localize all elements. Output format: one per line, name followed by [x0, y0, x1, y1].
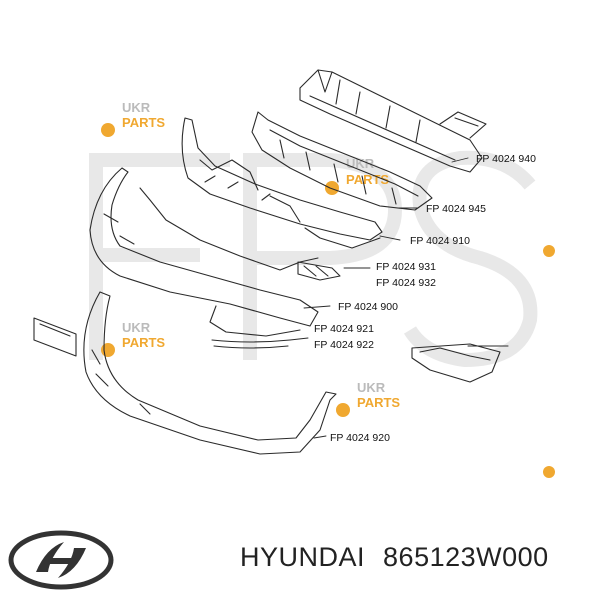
svg-text:UKR: UKR — [346, 156, 375, 171]
svg-text:PARTS: PARTS — [122, 115, 165, 130]
hyundai-logo — [8, 530, 114, 590]
license-plate-bracket — [33, 317, 77, 357]
svg-text:UKR: UKR — [357, 380, 386, 395]
part-label-fp-4024-940: FP 4024 940 — [476, 153, 536, 165]
fog-light-grille — [297, 261, 341, 281]
svg-text:PARTS: PARTS — [357, 395, 400, 410]
footer: HYUNDAI 865123W000 — [0, 520, 600, 600]
part-label-fp-4024-910: FP 4024 910 — [410, 235, 470, 247]
part-labels: FP 4024 940 FP 4024 945 FP 4024 910 FP 4… — [314, 153, 536, 444]
side-lamp-housing — [411, 343, 509, 383]
part-number: 865123W000 — [383, 542, 549, 572]
watermark-dot — [543, 245, 555, 257]
background-watermark-letters — [89, 150, 538, 368]
bumper-reinforcement-beam — [299, 69, 487, 173]
leader-lines — [289, 157, 469, 439]
fog-lamp-cover — [211, 339, 291, 349]
svg-text:PARTS: PARTS — [122, 335, 165, 350]
brand-part-number: HYUNDAI 865123W000 — [240, 542, 549, 573]
svg-text:UKR: UKR — [122, 320, 151, 335]
part-label-fp-4024-945: FP 4024 945 — [426, 203, 486, 215]
bumper-lower-lip — [83, 291, 337, 455]
part-label-fp-4024-900: FP 4024 900 — [338, 301, 398, 313]
upper-energy-absorber — [251, 111, 433, 211]
watermark-badge: UKR PARTS — [101, 100, 165, 137]
bumper-upper-cover — [181, 117, 383, 249]
part-label-fp-4024-921: FP 4024 921 — [314, 323, 374, 335]
watermark-dot — [543, 466, 555, 478]
svg-text:PARTS: PARTS — [346, 172, 389, 187]
watermark-badge: UKR PARTS — [325, 156, 389, 195]
brand-name: HYUNDAI — [240, 542, 366, 572]
bumper-main-cover — [89, 167, 319, 337]
part-label-fp-4024-920: FP 4024 920 — [330, 432, 390, 444]
part-label-fp-4024-932: FP 4024 932 — [376, 277, 436, 289]
part-label-fp-4024-931: FP 4024 931 — [376, 261, 436, 273]
watermark-badge: UKR PARTS — [336, 380, 400, 417]
watermark-badge: UKR PARTS — [101, 320, 165, 357]
part-label-fp-4024-922: FP 4024 922 — [314, 339, 374, 351]
svg-text:UKR: UKR — [122, 100, 151, 115]
